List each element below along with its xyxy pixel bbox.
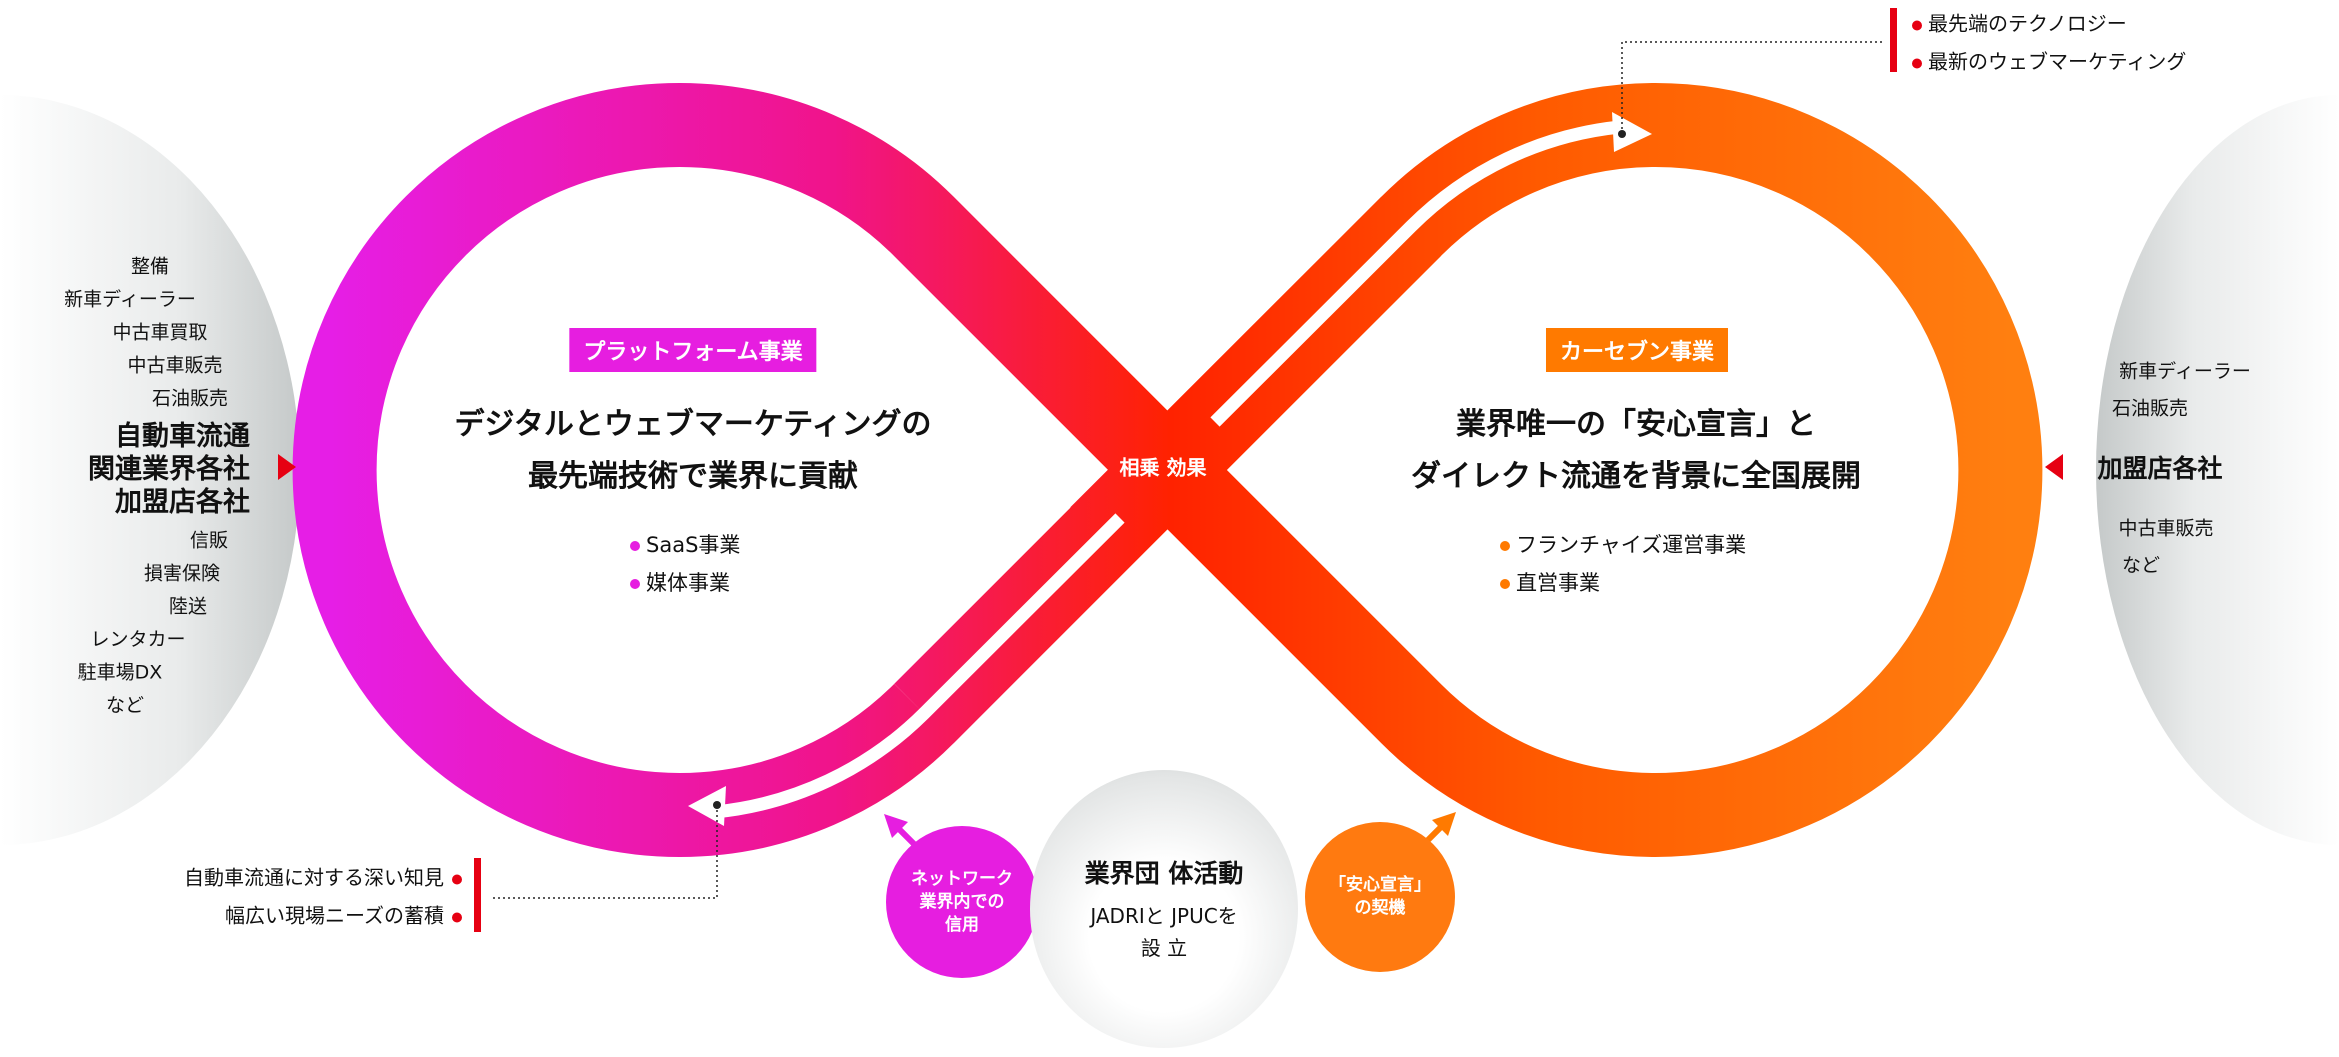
bullet-text: フランチャイズ運営事業 — [1516, 533, 1747, 557]
partner-item: 駐車場DX — [77, 661, 163, 684]
infinity-band — [292, 83, 2043, 857]
anshin-arrow-icon — [1432, 812, 1456, 836]
bottom-note: 幅広い現場ニーズの蓄積 — [225, 900, 462, 929]
note-text: 最先端のテクノロジー — [1928, 11, 2127, 36]
heading-line: ダイレクト流通を背景に全国展開 — [1411, 459, 1861, 494]
top-leader-dot — [1618, 130, 1626, 138]
platform-bullet: 媒体事業 — [630, 567, 730, 597]
partner-item: 整備 — [130, 255, 170, 278]
flow-arrow-up — [1210, 120, 1621, 427]
bullet-dot-icon — [1500, 541, 1510, 551]
title-line: 加盟店各社 — [115, 487, 250, 518]
bottom-leader-line — [492, 805, 718, 899]
circle-line: ネットワーク — [911, 868, 1013, 889]
circle-line: JADRIと JPUCを — [1090, 904, 1238, 928]
title-line: 関連業界各社 — [88, 454, 250, 485]
right-partners-title: 加盟店各社 — [2097, 454, 2223, 483]
partner-item: など — [2121, 554, 2161, 577]
bullet-text: 直営事業 — [1516, 571, 1600, 595]
note-text: 自動車流通に対する深い知見 — [184, 865, 444, 890]
partner-item: 石油販売 — [151, 387, 229, 410]
carseven-bullet: 直営事業 — [1500, 567, 1600, 597]
left-pointer-icon — [278, 454, 296, 480]
bullet-dot-icon — [630, 541, 640, 551]
network-arrow-icon — [884, 814, 908, 838]
partner-item: 新車ディーラー — [64, 288, 196, 311]
title-line: 自動車流通 — [115, 421, 250, 452]
bullet-text: 媒体事業 — [646, 571, 730, 595]
top-notes-bar — [1890, 8, 1897, 72]
bottom-notes-bar — [474, 858, 481, 932]
industry-activity-circle: 業界団 体活動 JADRIと JPUCを 設 立 — [1030, 770, 1298, 1048]
circle-title: 業界団 体活動 — [1084, 859, 1244, 888]
partner-item: 信販 — [189, 529, 229, 552]
synergy-label: 相乗 効果 — [1119, 455, 1207, 480]
partner-item: 中古車販売 — [127, 354, 223, 377]
bullet-dot-icon — [1912, 58, 1922, 68]
carseven-business-tag: カーセブン事業 — [1545, 328, 1729, 372]
partner-item: レンタカー — [90, 628, 186, 651]
heading-line: 業界唯一の「安心宣言」と — [1456, 407, 1816, 442]
partner-item: など — [105, 694, 145, 717]
bullet-dot-icon — [452, 912, 462, 922]
partner-item: 石油販売 — [2111, 397, 2189, 420]
top-note: 最新のウェブマーケティング — [1912, 46, 2186, 75]
heading-line: デジタルとウェブマーケティングの — [454, 407, 932, 442]
partner-item: 新車ディーラー — [2119, 360, 2251, 383]
right-pointer-icon — [2045, 454, 2063, 480]
bullet-text: SaaS事業 — [646, 533, 741, 557]
circle-line: 信用 — [945, 914, 979, 935]
bullet-dot-icon — [630, 579, 640, 589]
circle-line: 設 立 — [1140, 936, 1188, 960]
top-leader-line — [1621, 41, 1885, 134]
network-trust-circle: ネットワーク 業界内での 信用 — [886, 826, 1038, 978]
circle-line: 「安心宣言」 — [1329, 875, 1431, 895]
partner-item: 損害保険 — [143, 562, 221, 585]
note-text: 最新のウェブマーケティング — [1928, 49, 2187, 74]
partner-item: 中古車買取 — [112, 321, 208, 344]
circle-line: 業界内での — [919, 891, 1005, 912]
top-note: 最先端のテクノロジー — [1912, 8, 2127, 37]
partner-item: 中古車販売 — [2118, 517, 2214, 540]
bullet-dot-icon — [1912, 20, 1922, 30]
carseven-heading: 業界唯一の「安心宣言」と ダイレクト流通を背景に全国展開 — [1411, 399, 1861, 503]
platform-business-tag: プラットフォーム事業 — [569, 328, 817, 372]
platform-bullet: SaaS事業 — [630, 529, 740, 559]
bottom-leader-dot — [713, 801, 721, 809]
bullet-dot-icon — [1500, 579, 1510, 589]
flow-arrow-down — [714, 513, 1125, 819]
left-partners-title: 自動車流通 関連業界各社 加盟店各社 — [88, 420, 250, 519]
circle-line: の契機 — [1354, 898, 1406, 918]
bottom-note: 自動車流通に対する深い知見 — [184, 862, 462, 891]
note-text: 幅広い現場ニーズの蓄積 — [225, 903, 444, 928]
carseven-bullet: フランチャイズ運営事業 — [1500, 529, 1746, 559]
bullet-dot-icon — [452, 874, 462, 884]
anshin-trigger-circle: 「安心宣言」 の契機 — [1305, 822, 1455, 972]
heading-line: 最先端技術で業界に貢献 — [528, 459, 858, 494]
platform-heading: デジタルとウェブマーケティングの 最先端技術で業界に貢献 — [455, 399, 932, 503]
partner-item: 陸送 — [168, 595, 208, 618]
